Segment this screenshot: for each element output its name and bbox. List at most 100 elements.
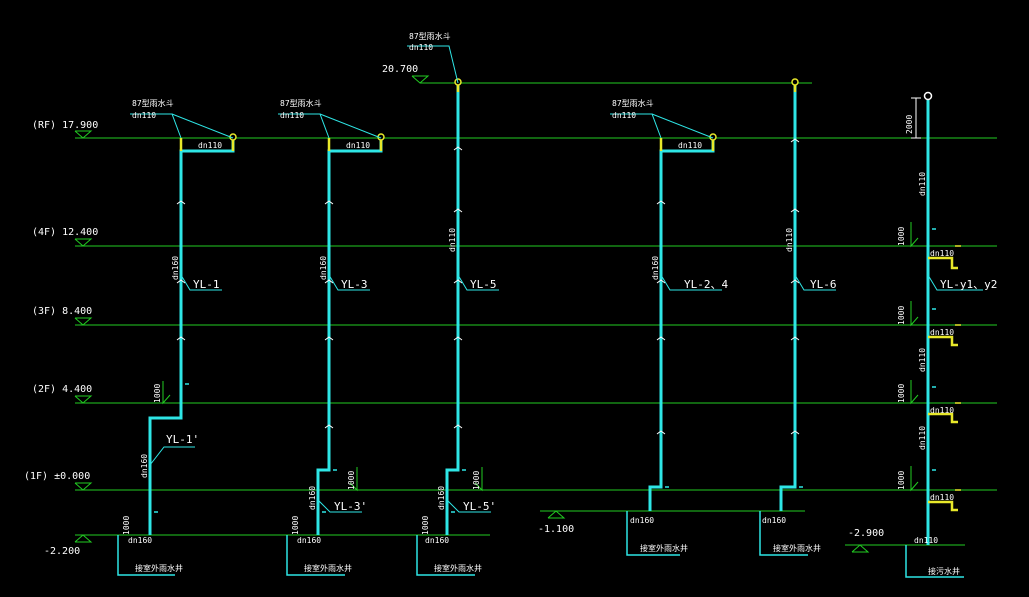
label-yl-1p: YL-1' xyxy=(166,433,199,446)
vertical-size-labels: dn160 dn160 dn110 dn160 dn110 dn110 dn16… xyxy=(122,115,927,535)
joint xyxy=(324,200,334,205)
rd1-title: 87型雨水斗 xyxy=(132,98,174,108)
joint xyxy=(790,279,800,284)
joint xyxy=(656,336,666,341)
yy-size-3f: dn110 xyxy=(930,328,954,337)
joint xyxy=(324,424,334,429)
dim-1000-b5: 1000 xyxy=(421,516,430,535)
rd5-title: 87型雨水斗 xyxy=(409,31,451,41)
yy-hook-3f xyxy=(928,335,958,347)
dim-1000-b3: 1000 xyxy=(291,516,300,535)
joint xyxy=(790,336,800,341)
yl5p-size: dn160 xyxy=(437,486,446,510)
yy-size-labels: dn110 dn110 dn110 dn110 xyxy=(930,249,954,502)
joint xyxy=(324,279,334,284)
dim-1000-yl3: 1000 xyxy=(347,471,356,490)
floor-label-3f: (3F) 8.400 xyxy=(32,306,92,317)
dim-mark xyxy=(910,466,919,492)
dim-1000-2f: 1000 xyxy=(897,384,906,403)
yl6-drain-cap xyxy=(791,78,799,86)
pipe-yl-6 xyxy=(779,83,797,511)
cleanouts xyxy=(154,228,936,513)
yl1-size: dn160 xyxy=(171,256,180,280)
dim-1000-3f: 1000 xyxy=(897,306,906,325)
yy-hook-1f xyxy=(928,500,958,512)
note-y: 接污水井 xyxy=(928,566,960,576)
yly-vent-cap xyxy=(923,91,933,101)
dim-1000-4f: 1000 xyxy=(897,227,906,246)
white-dims xyxy=(911,97,921,139)
floor-lines xyxy=(75,82,997,546)
bottom-size-3: dn160 xyxy=(297,536,321,545)
dim-1000-yl5: 1000 xyxy=(472,471,481,490)
floor-labels: (RF) 17.900 (4F) 12.400 (3F) 8.400 (2F) … xyxy=(24,64,884,557)
h1-size: dn110 xyxy=(198,141,222,150)
elev-mark-right-bottom xyxy=(851,544,870,553)
label-yl-2-4: YL-2、4 xyxy=(684,278,728,291)
bottom-size-6: dn160 xyxy=(762,516,786,525)
dim-2000: 2000 xyxy=(905,115,914,134)
dim-mark xyxy=(349,467,358,492)
dim-1000-b1: 1000 xyxy=(122,516,131,535)
yly-size-lower: dn110 xyxy=(918,426,927,450)
rd1-size: dn110 xyxy=(132,111,156,120)
box-y xyxy=(905,545,964,578)
joint xyxy=(176,200,186,205)
elev-mark-left-bottom xyxy=(74,534,93,543)
elev-mark-1f xyxy=(74,482,93,491)
rd5-size: dn110 xyxy=(409,43,433,52)
note-3: 接室外雨水井 xyxy=(304,563,352,573)
leader-lines xyxy=(130,45,983,513)
h3-size: dn110 xyxy=(346,141,370,150)
bottom-size-24: dn160 xyxy=(630,516,654,525)
yy-size-4f: dn110 xyxy=(930,249,954,258)
leader-yl24 xyxy=(660,274,722,291)
dim-mark xyxy=(910,380,919,405)
box-24 xyxy=(626,511,680,556)
yl6-size: dn110 xyxy=(785,228,794,252)
leader-yl1p xyxy=(149,446,195,466)
elev-mark-3f xyxy=(74,317,93,326)
leader-yly xyxy=(927,274,983,291)
elev-mark-top xyxy=(411,75,430,84)
joint xyxy=(453,208,463,213)
joint xyxy=(453,424,463,429)
yl1p-size: dn160 xyxy=(140,454,149,478)
leader-yl6 xyxy=(794,274,836,291)
bottom-size-labels: dn160 dn160 dn160 dn160 dn160 dn110 xyxy=(128,516,938,545)
yl3-size: dn160 xyxy=(319,256,328,280)
joint xyxy=(453,146,463,151)
note-6: 接室外雨水井 xyxy=(773,543,821,553)
label-yl-5p: YL-5' xyxy=(463,500,496,513)
label-yl-1: YL-1 xyxy=(193,278,220,291)
floor-label-4f: (4F) 12.400 xyxy=(32,227,98,238)
joint xyxy=(656,200,666,205)
dim-1000-yl1: 1000 xyxy=(153,384,162,403)
label-yl-y: YL-y1、y2 xyxy=(940,278,997,291)
leader-yl3p xyxy=(317,499,362,513)
h24-size: dn110 xyxy=(678,141,702,150)
note-24: 接室外雨水井 xyxy=(640,543,688,553)
green-dim-marks xyxy=(162,222,919,492)
dim-mark xyxy=(474,467,483,492)
floor-label-rf: (RF) 17.900 xyxy=(32,120,98,131)
leader-rd1b xyxy=(171,113,234,139)
joint xyxy=(790,430,800,435)
joint xyxy=(176,336,186,341)
elev-mark-mid-bottom xyxy=(547,510,566,519)
yy-size-1f: dn110 xyxy=(930,493,954,502)
yly-size-mid: dn110 xyxy=(918,348,927,372)
elevation-markers xyxy=(74,75,870,553)
floor-label-2f: (2F) 4.400 xyxy=(32,384,92,395)
elevation-right-bottom: -2.900 xyxy=(848,528,884,539)
floor-label-1f: (1F) ±0.000 xyxy=(24,471,90,482)
yy-hook-4f xyxy=(928,256,958,270)
box-3 xyxy=(286,535,345,576)
bottom-boxes xyxy=(117,511,964,578)
dim-mark xyxy=(910,222,919,248)
bottom-size-y: dn110 xyxy=(914,536,938,545)
yly-size: dn110 xyxy=(918,172,927,196)
bottom-size-1: dn160 xyxy=(128,536,152,545)
leader-rd24b xyxy=(651,113,714,139)
